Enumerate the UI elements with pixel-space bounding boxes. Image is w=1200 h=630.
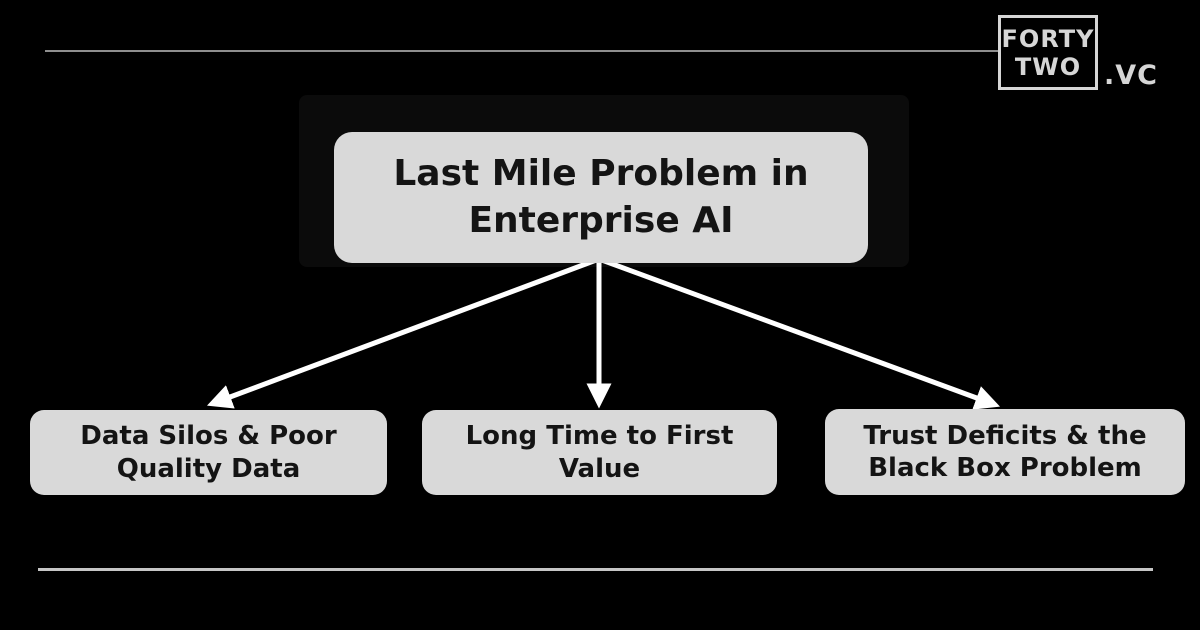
arrow-to-trust <box>598 256 1001 410</box>
child-node-time-to-value: Long Time to First Value <box>422 410 777 495</box>
logo-suffix: .VC <box>1104 60 1158 91</box>
bottom-divider <box>38 568 1153 571</box>
root-node-label: Last Mile Problem in Enterprise AI <box>393 152 809 241</box>
logo-line-1: FORTY <box>1001 24 1095 53</box>
child-node-label: Trust Deficits & the Black Box Problem <box>863 420 1147 484</box>
child-node-trust-deficits: Trust Deficits & the Black Box Problem <box>825 409 1185 495</box>
top-divider <box>45 50 998 52</box>
arrow-to-data-silos <box>206 256 600 409</box>
child-node-label: Data Silos & Poor Quality Data <box>80 421 337 484</box>
child-node-data-silos: Data Silos & Poor Quality Data <box>30 410 387 495</box>
root-node: Last Mile Problem in Enterprise AI <box>334 132 868 263</box>
child-node-label: Long Time to First Value <box>465 421 734 484</box>
logo-line-2: TWO <box>1014 52 1082 81</box>
fortytwo-logo: FORTY TWO <box>998 15 1098 90</box>
